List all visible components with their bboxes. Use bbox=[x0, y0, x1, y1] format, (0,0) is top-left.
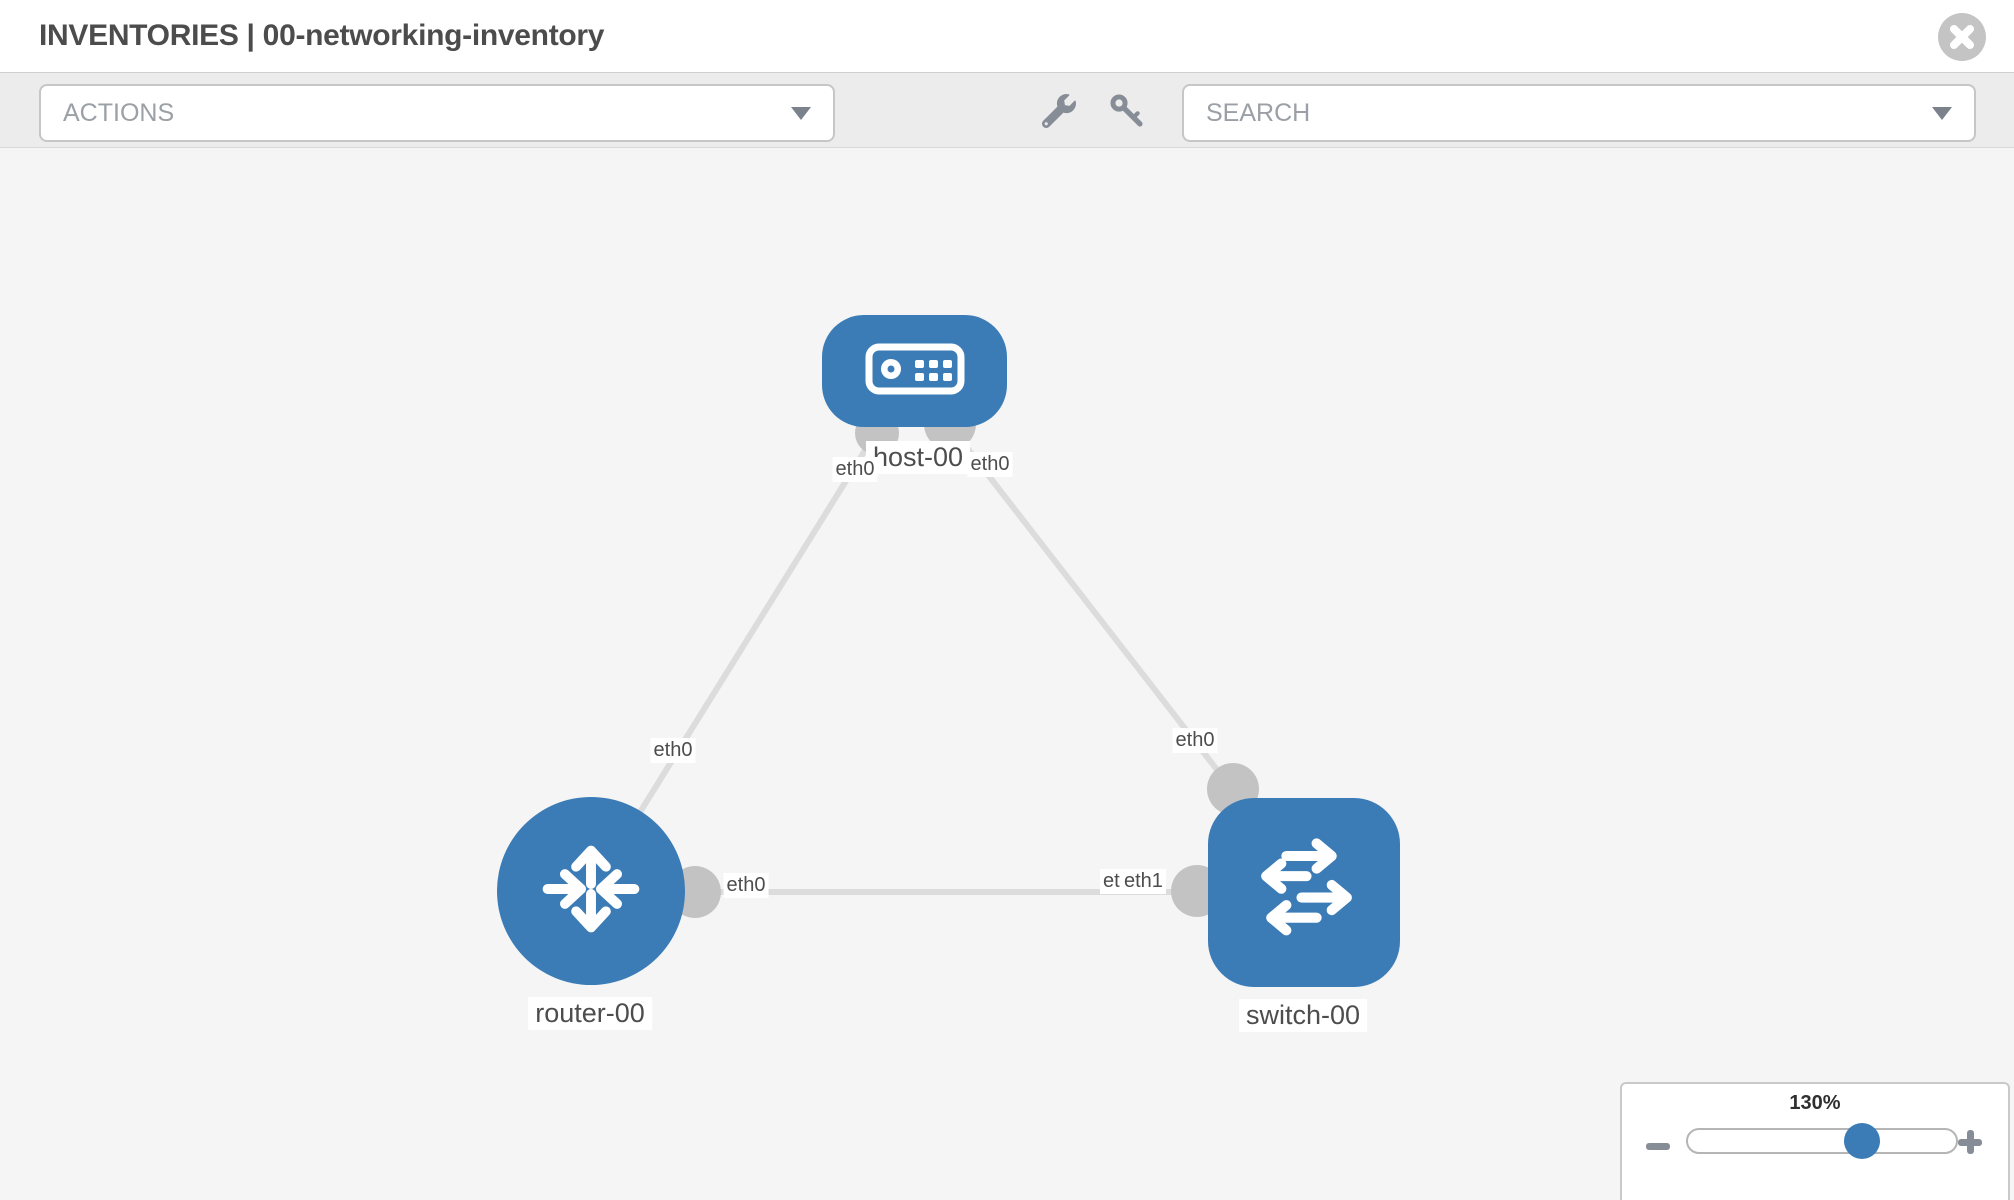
interface-label-switch-eth1: eth1 bbox=[1121, 869, 1166, 894]
search-dropdown-label: SEARCH bbox=[1206, 98, 1311, 127]
links-layer bbox=[588, 398, 1303, 918]
zoom-in-icon[interactable] bbox=[1956, 1128, 1984, 1161]
node-host-00[interactable] bbox=[822, 315, 1007, 427]
topology-canvas[interactable]: host-00 router-00 switch-00 eth0 eth0 et… bbox=[0, 148, 2014, 1200]
chevron-down-icon bbox=[1932, 106, 1952, 120]
actions-dropdown-label: ACTIONS bbox=[63, 98, 175, 127]
zoom-slider-thumb[interactable] bbox=[1844, 1123, 1881, 1159]
chevron-down-icon bbox=[791, 106, 811, 120]
interface-label-host-eth0-switchlink: eth0 bbox=[967, 452, 1013, 477]
zoom-level-value: 130% bbox=[1789, 1092, 1841, 1114]
page-title: INVENTORIES | 00-networking-inventory bbox=[39, 19, 605, 52]
node-router-00[interactable] bbox=[497, 797, 685, 985]
interface-label-router-eth0-hostlink: eth0 bbox=[650, 738, 696, 763]
toolbar-icons bbox=[1040, 73, 1146, 148]
toolbar: ACTIONS SEARCH bbox=[0, 73, 2014, 148]
wrench-icon[interactable] bbox=[1040, 92, 1078, 130]
header-bar: INVENTORIES | 00-networking-inventory bbox=[0, 0, 2014, 73]
router-icon bbox=[529, 827, 653, 956]
node-label-host-00[interactable]: host-00 bbox=[865, 441, 971, 474]
close-icon[interactable] bbox=[1938, 13, 1986, 61]
interface-label-switch-eth0: eth0 bbox=[1172, 728, 1218, 753]
node-switch-00[interactable] bbox=[1208, 798, 1400, 987]
zoom-out-icon[interactable] bbox=[1644, 1132, 1672, 1165]
node-label-router-00[interactable]: router-00 bbox=[528, 997, 652, 1030]
zoom-control-panel: 130% bbox=[1620, 1082, 2010, 1200]
zoom-slider-track[interactable] bbox=[1686, 1123, 1958, 1159]
key-icon[interactable] bbox=[1108, 92, 1146, 130]
actions-dropdown[interactable]: ACTIONS bbox=[39, 84, 835, 142]
interface-label-router-eth0-switchlink: eth0 bbox=[723, 873, 769, 898]
switch-icon bbox=[1241, 827, 1367, 958]
search-dropdown[interactable]: SEARCH bbox=[1182, 84, 1976, 142]
interface-label-host-eth0-routerlink: eth0 bbox=[832, 457, 878, 482]
node-label-switch-00[interactable]: switch-00 bbox=[1238, 999, 1368, 1032]
host-icon bbox=[865, 342, 965, 401]
